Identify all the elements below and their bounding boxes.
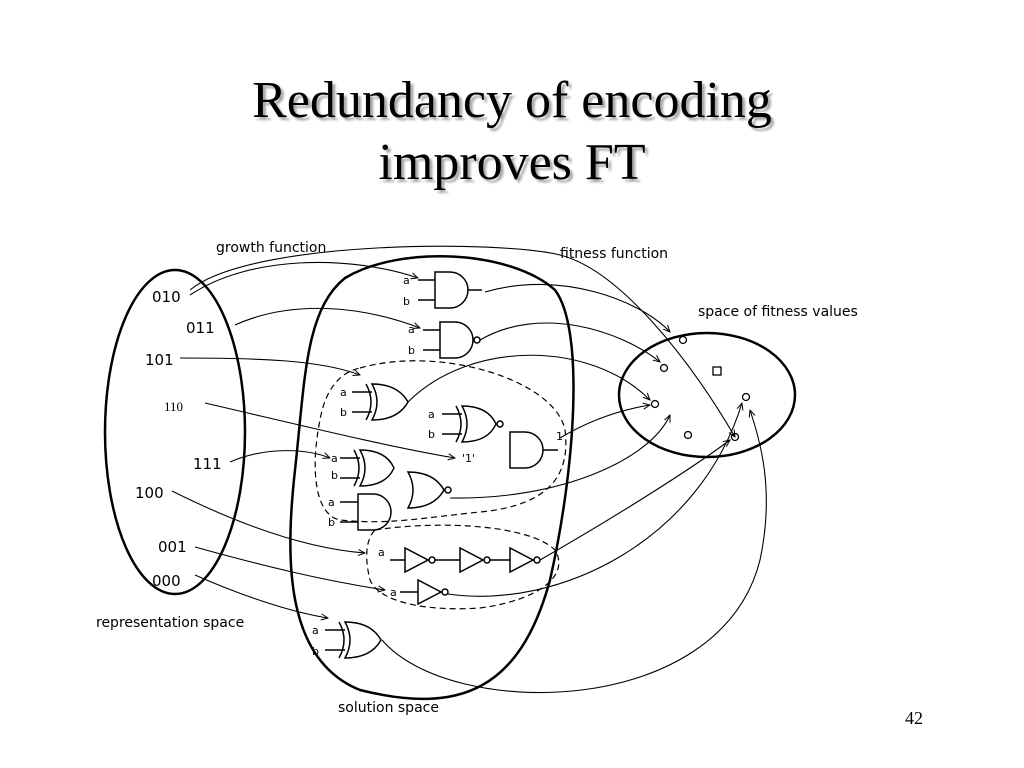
svg-text:b: b: [312, 645, 319, 658]
svg-text:a: a: [408, 323, 415, 336]
representation-space-ellipse: [103, 268, 247, 596]
title-line-2: improves FT: [378, 134, 646, 191]
code-100: 100: [135, 484, 164, 502]
svg-text:b: b: [328, 516, 335, 529]
svg-text:b: b: [428, 428, 435, 441]
svg-text:b: b: [331, 469, 338, 482]
svg-text:a: a: [328, 496, 335, 509]
code-000: 000: [152, 572, 181, 590]
svg-text:b: b: [408, 344, 415, 357]
title-line-1: Redundancy of encoding: [252, 72, 772, 129]
svg-text:b: b: [340, 406, 347, 419]
code-011: 011: [186, 319, 215, 337]
code-labels: 010 011 101 110 111 100 001 000: [135, 288, 222, 590]
solution-space-label: solution space: [338, 700, 439, 716]
inverter-group-dashed: [366, 524, 560, 610]
code-001: 001: [158, 538, 187, 556]
svg-text:a: a: [331, 452, 338, 465]
svg-text:a: a: [378, 546, 385, 559]
code-110: 110: [164, 399, 183, 414]
svg-text:a: a: [312, 624, 319, 637]
code-111: 111: [193, 455, 222, 473]
representation-space-label: representation space: [96, 615, 244, 631]
mapping-arrows: [171, 245, 767, 694]
svg-text:a: a: [428, 408, 435, 421]
redundancy-group-dashed: [314, 360, 567, 523]
slide-title: Redundancy of encoding improves FT: [0, 70, 1024, 194]
page-number: 42: [905, 708, 923, 728]
svg-text:a: a: [403, 274, 410, 287]
code-010: 010: [152, 288, 181, 306]
svg-text:b: b: [403, 295, 410, 308]
svg-text:1: 1: [556, 430, 563, 443]
svg-text:a: a: [340, 386, 347, 399]
gate-pin-labels: a b a b a b a b '1' 1 a b a b a a a b: [312, 274, 563, 658]
growth-function-label: growth function: [216, 240, 326, 256]
svg-text:'1': '1': [462, 452, 475, 465]
fitness-points: [650, 335, 751, 442]
code-101: 101: [145, 351, 174, 369]
fitness-values-label: space of fitness values: [698, 304, 858, 320]
fitness-function-label: fitness function: [560, 246, 668, 262]
logic-gates: [325, 271, 558, 659]
solution-space-ellipse: [289, 255, 575, 701]
svg-text:a: a: [390, 586, 397, 599]
